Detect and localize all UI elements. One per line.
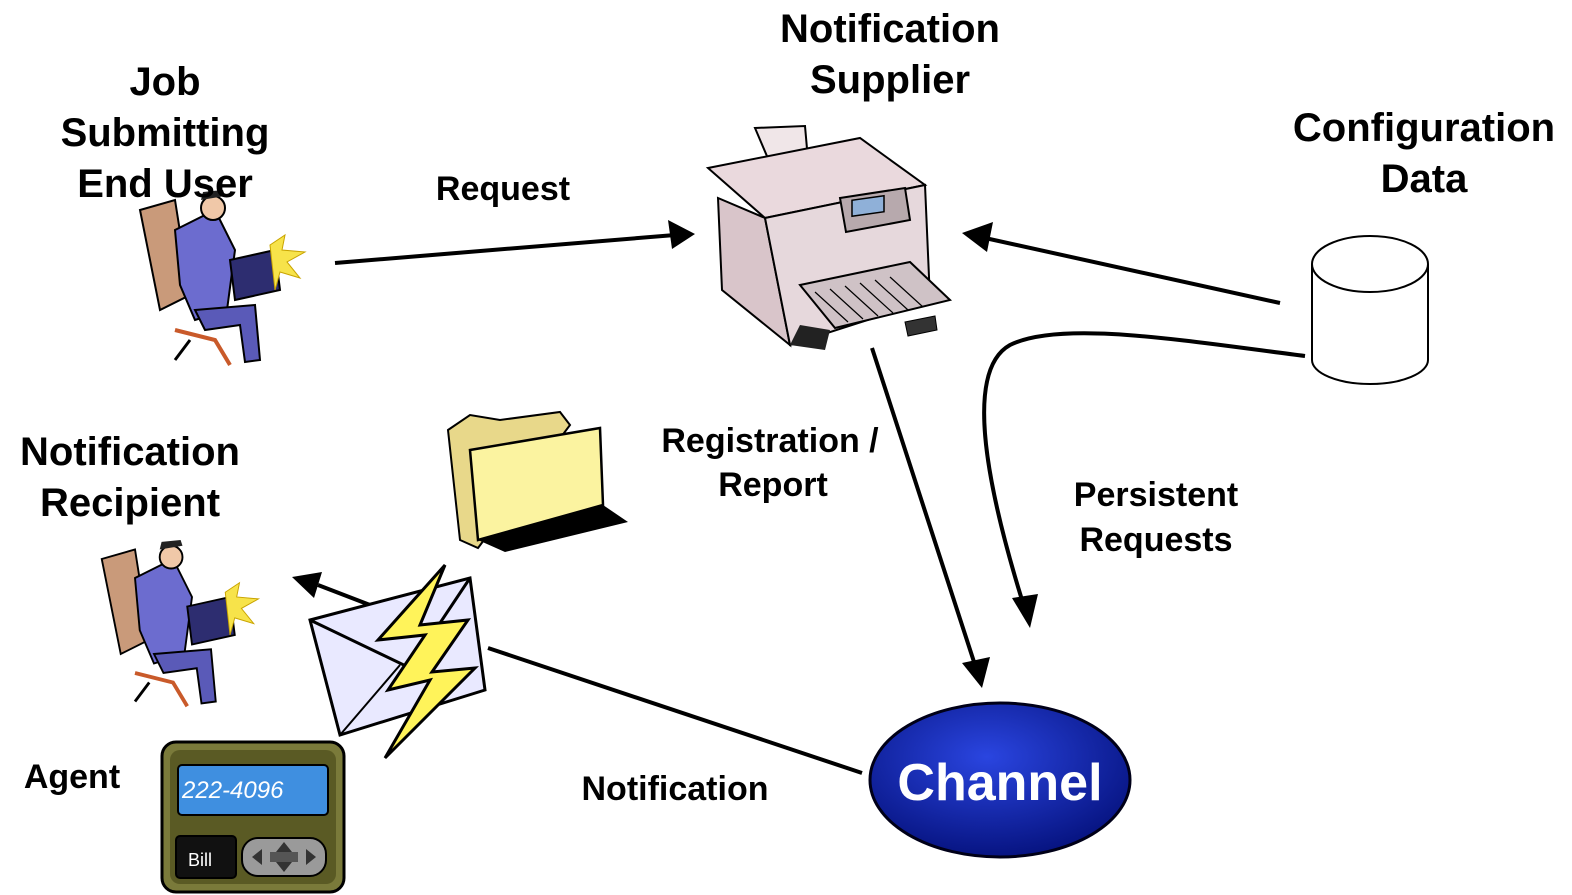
- notification-label: Notification: [582, 770, 769, 808]
- recipient-line2: Recipient: [40, 481, 220, 525]
- database-cylinder-icon: [1311, 235, 1429, 385]
- config-line2: Data: [1381, 157, 1468, 201]
- registration-report-arrow: [870, 347, 990, 688]
- pager-name: Bill: [188, 850, 212, 870]
- businessman-at-laptop-icon: [100, 540, 261, 708]
- registration-line1: Registration /: [661, 422, 879, 460]
- request-arrow: [334, 220, 695, 265]
- printer-icon: [705, 124, 953, 350]
- recipient-line1: Notification: [20, 430, 240, 474]
- request-label: Request: [436, 170, 570, 208]
- job-user-line1: Job: [129, 60, 200, 104]
- registration-report-label: Registration / Report: [661, 422, 879, 504]
- persistent-line2: Requests: [1079, 521, 1232, 559]
- folder-icon: [446, 410, 628, 552]
- configuration-data-label: Configuration Data: [1293, 106, 1555, 201]
- job-submitting-end-user-label: Job Submitting End User: [61, 60, 270, 206]
- persistent-requests-arrow: [982, 331, 1306, 628]
- supplier-line1: Notification: [780, 7, 1000, 51]
- config-line1: Configuration: [1293, 106, 1555, 150]
- businessman-at-laptop-icon: [138, 190, 307, 367]
- job-user-line3: End User: [77, 162, 253, 206]
- notification-line: [487, 646, 863, 775]
- notification-to-recipient-arrow: [292, 572, 371, 607]
- agent-label: Agent: [24, 758, 120, 796]
- notification-recipient-label: Notification Recipient: [20, 430, 240, 525]
- pager-icon: 222-4096 Bill: [160, 740, 346, 894]
- pager-display: 222-4096: [181, 777, 284, 804]
- envelope-lightning-icon: [308, 564, 487, 760]
- config-to-supplier-arrow: [962, 222, 1281, 305]
- channel-label: Channel: [897, 754, 1102, 812]
- notification-supplier-label: Notification Supplier: [780, 7, 1000, 102]
- supplier-line2: Supplier: [810, 58, 970, 102]
- registration-line2: Report: [718, 466, 828, 504]
- job-user-line2: Submitting: [61, 111, 270, 155]
- persistent-line1: Persistent: [1074, 476, 1238, 514]
- channel-node: Channel: [868, 701, 1132, 859]
- persistent-requests-label: Persistent Requests: [1074, 476, 1238, 559]
